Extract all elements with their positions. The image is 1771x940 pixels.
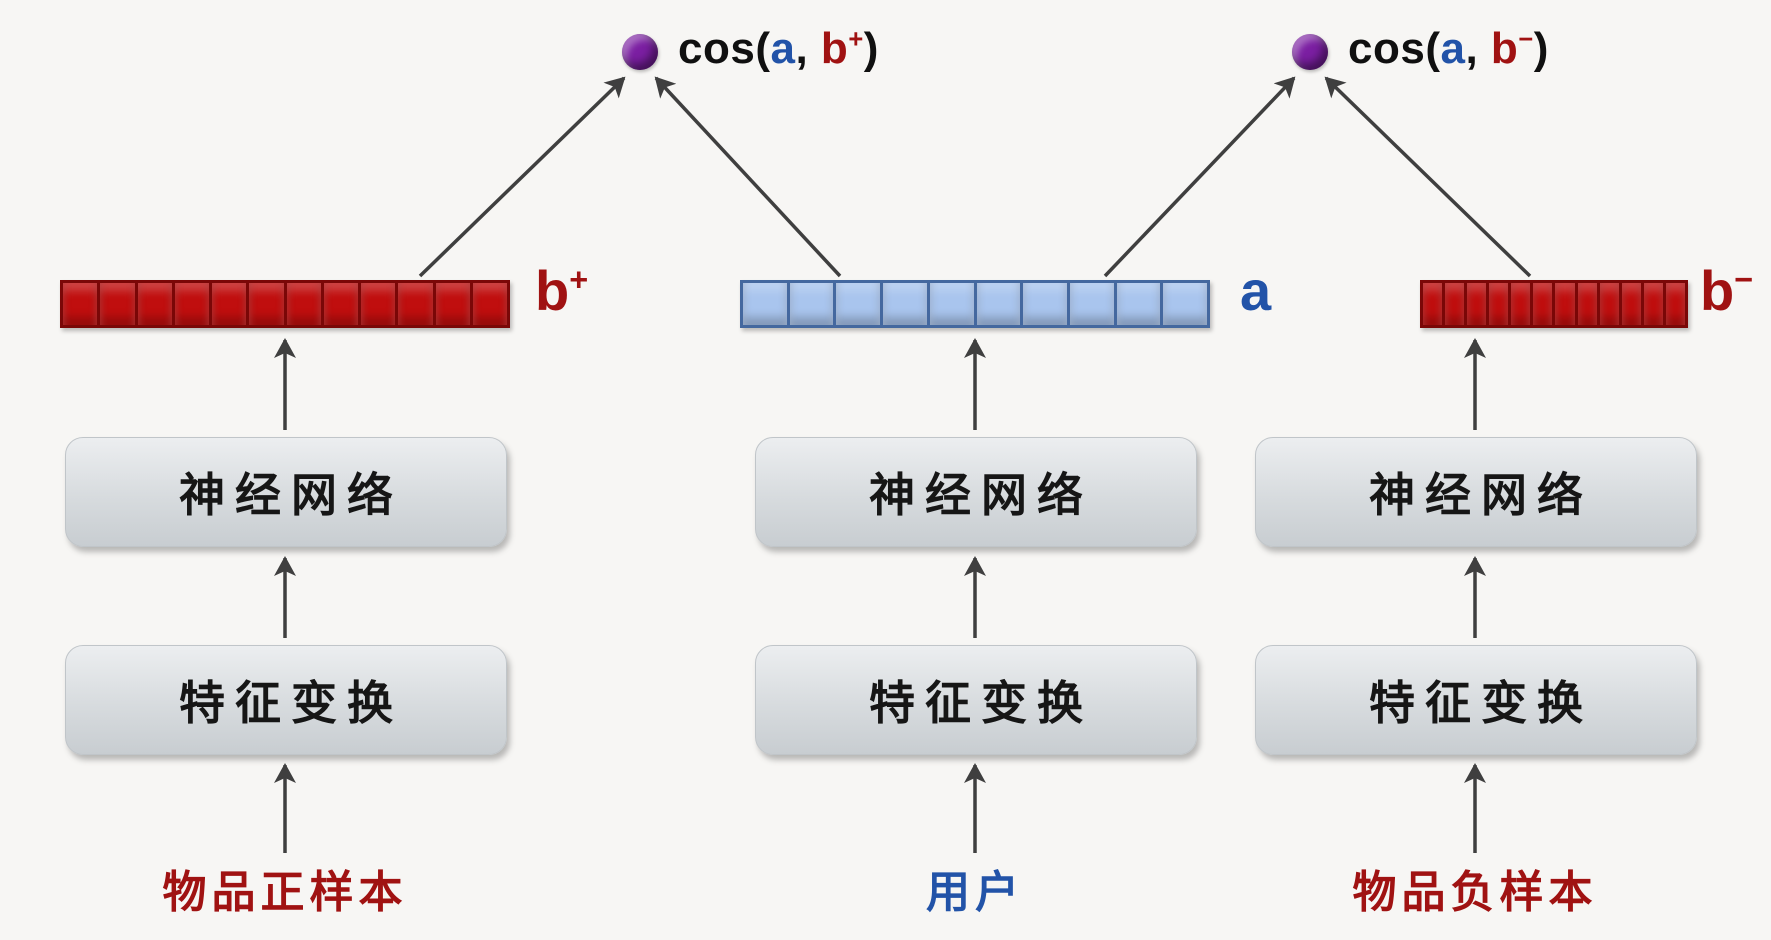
arrow-a-to-cos-positive bbox=[654, 76, 842, 278]
vector-cell bbox=[1464, 283, 1487, 325]
cosine-node-negative bbox=[1292, 34, 1328, 70]
vector-cell bbox=[1552, 283, 1575, 325]
vector-cell bbox=[283, 283, 321, 325]
input-label-user: 用户 bbox=[926, 868, 1024, 917]
vector-superscript: + bbox=[569, 261, 589, 298]
vector-cell bbox=[1574, 283, 1597, 325]
input-label-item-positive: 物品正样本 bbox=[162, 868, 408, 917]
vector-cell bbox=[432, 283, 470, 325]
vector-label-b-plus: b+ bbox=[535, 258, 588, 323]
vector-cell bbox=[1020, 283, 1067, 325]
score-separator: , bbox=[1465, 24, 1491, 73]
vector-label-b-minus: b− bbox=[1700, 258, 1753, 323]
score-arg-b-superscript: − bbox=[1518, 25, 1534, 54]
vector-cell bbox=[1618, 283, 1641, 325]
score-func-text: cos( bbox=[678, 24, 771, 73]
arrow-a-to-cos-negative bbox=[1103, 76, 1296, 278]
embedding-vector-b-minus bbox=[1420, 280, 1688, 328]
embedding-vector-a bbox=[740, 280, 1210, 328]
score-arg-b-letter: b bbox=[820, 24, 849, 73]
score-close-paren: ) bbox=[1533, 24, 1549, 73]
neural-network-box-user: 神经网络 bbox=[755, 437, 1197, 547]
score-arg-a: a bbox=[1440, 24, 1466, 73]
vector-cell bbox=[1423, 283, 1443, 325]
score-arg-b-minus: b− bbox=[1491, 24, 1534, 73]
cosine-label-negative: cos(a, b−) bbox=[1348, 24, 1549, 74]
score-close-paren: ) bbox=[863, 24, 879, 73]
vector-cell bbox=[358, 283, 396, 325]
arrow-bplus-to-cos-positive bbox=[418, 76, 626, 278]
vector-cell bbox=[786, 283, 834, 325]
vector-cell bbox=[1530, 283, 1553, 325]
vector-cell bbox=[63, 283, 98, 325]
score-arg-a: a bbox=[770, 24, 796, 73]
vector-cell bbox=[1662, 283, 1685, 325]
score-arg-b-superscript: + bbox=[848, 25, 864, 54]
vector-cell bbox=[171, 283, 209, 325]
score-separator: , bbox=[795, 24, 821, 73]
feature-transform-box-negative: 特征变换 bbox=[1255, 645, 1697, 755]
vector-cell bbox=[469, 283, 507, 325]
cosine-label-positive: cos(a, b+) bbox=[678, 24, 879, 74]
score-arg-b-letter: b bbox=[1490, 24, 1519, 73]
vector-cell bbox=[1160, 283, 1208, 325]
cosine-node-positive bbox=[622, 34, 658, 70]
vector-cell bbox=[320, 283, 358, 325]
vector-cell bbox=[973, 283, 1021, 325]
vector-letter: b bbox=[535, 259, 570, 322]
neural-network-box-negative: 神经网络 bbox=[1255, 437, 1697, 547]
vector-cell bbox=[833, 283, 881, 325]
vector-cell bbox=[880, 283, 927, 325]
vector-cell bbox=[209, 283, 247, 325]
feature-transform-box-user: 特征变换 bbox=[755, 645, 1197, 755]
score-func-text: cos( bbox=[1348, 24, 1441, 73]
vector-letter: a bbox=[1240, 259, 1272, 322]
vector-cell bbox=[97, 283, 135, 325]
score-arg-b-plus: b+ bbox=[821, 24, 864, 73]
vector-cell bbox=[1640, 283, 1663, 325]
vector-cell bbox=[1113, 283, 1161, 325]
vector-cell bbox=[395, 283, 433, 325]
vector-cell bbox=[1066, 283, 1114, 325]
arrow-bminus-to-cos-negative bbox=[1324, 76, 1532, 278]
vector-letter: b bbox=[1700, 259, 1735, 322]
vector-cell bbox=[926, 283, 974, 325]
neural-network-box-positive: 神经网络 bbox=[65, 437, 507, 547]
vector-cell bbox=[1486, 283, 1509, 325]
vector-cell bbox=[1442, 283, 1465, 325]
feature-transform-box-positive: 特征变换 bbox=[65, 645, 507, 755]
input-label-item-negative: 物品负样本 bbox=[1352, 868, 1598, 917]
vector-cell bbox=[134, 283, 172, 325]
vector-cell bbox=[743, 283, 787, 325]
vector-label-a: a bbox=[1240, 258, 1271, 323]
embedding-vector-b-plus bbox=[60, 280, 510, 328]
vector-cell bbox=[246, 283, 284, 325]
vector-superscript: − bbox=[1734, 261, 1754, 298]
vector-cell bbox=[1596, 283, 1619, 325]
vector-cell bbox=[1508, 283, 1531, 325]
